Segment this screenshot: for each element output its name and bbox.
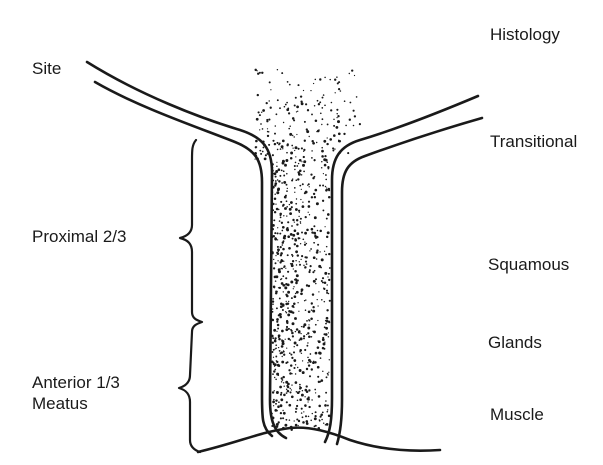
length-bracket <box>179 140 202 452</box>
label-muscle: Muscle <box>490 404 544 425</box>
label-squamous: Squamous <box>488 254 569 275</box>
label-proximal: Proximal 2/3 <box>32 226 126 247</box>
label-meatus: Meatus <box>32 393 88 414</box>
outer-right-wall <box>325 96 478 442</box>
meatus-curve <box>198 428 440 452</box>
label-site: Site <box>32 58 61 79</box>
inner-right-wall <box>337 118 482 444</box>
label-glands: Glands <box>488 332 542 353</box>
inner-left-wall <box>95 82 272 436</box>
label-transitional: Transitional <box>490 131 577 152</box>
label-anterior: Anterior 1/3 <box>32 372 120 393</box>
label-histology: Histology <box>490 24 560 45</box>
